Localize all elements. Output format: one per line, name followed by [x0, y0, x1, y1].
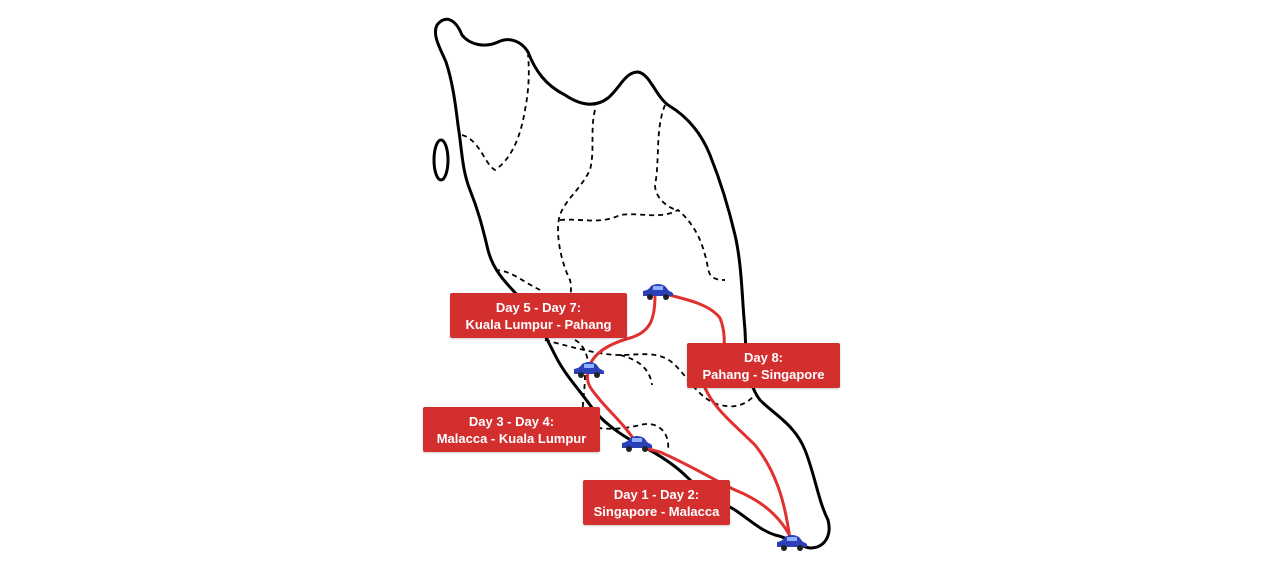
route-malacca-kl	[585, 370, 639, 446]
label-day: Day 3 - Day 4:	[468, 413, 555, 429]
label-day: Day 5 - Day 7:	[495, 299, 582, 315]
label-day-3-4: Day 3 - Day 4: Malacca - Kuala Lumpur	[423, 407, 600, 452]
label-day-1-2: Day 1 - Day 2: Singapore - Malacca	[583, 480, 730, 525]
coastline	[433, 17, 831, 550]
car-icon	[777, 535, 808, 551]
route-singapore-malacca	[643, 446, 794, 542]
label-day: Day 1 - Day 2:	[613, 486, 700, 502]
state-borders	[461, 54, 756, 451]
island	[432, 138, 450, 182]
label-route: Kuala Lumpur - Pahang	[465, 316, 612, 332]
label-day-5-7: Day 5 - Day 7: Kuala Lumpur - Pahang	[450, 293, 627, 338]
car-icon	[643, 284, 674, 300]
label-route: Singapore - Malacca	[593, 503, 720, 519]
route-kl-pahang	[586, 293, 657, 372]
label-day-8: Day 8: Pahang - Singapore	[687, 343, 840, 388]
label-route: Malacca - Kuala Lumpur	[436, 430, 587, 446]
label-route: Pahang - Singapore	[702, 366, 825, 382]
car-icon	[574, 362, 605, 378]
car-icon	[622, 436, 653, 452]
label-day: Day 8:	[743, 349, 784, 365]
